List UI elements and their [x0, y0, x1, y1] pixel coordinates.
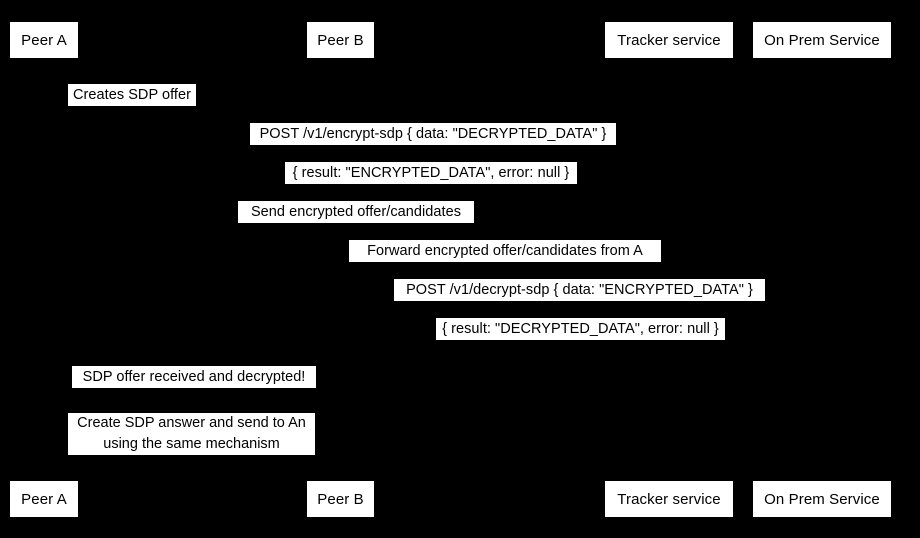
participant-label: On Prem Service: [764, 31, 880, 49]
participant-label: Tracker service: [617, 31, 721, 49]
message-sdp-offer-received: SDP offer received and decrypted!: [72, 366, 316, 388]
participant-on-prem-service-top[interactable]: On Prem Service: [753, 22, 891, 58]
participant-peer-b-top[interactable]: Peer B: [307, 22, 374, 58]
message-text: Forward encrypted offer/candidates from …: [367, 242, 643, 259]
participant-peer-b-bottom[interactable]: Peer B: [307, 481, 374, 517]
participant-on-prem-service-bottom[interactable]: On Prem Service: [753, 481, 891, 517]
message-send-encrypted-offer: Send encrypted offer/candidates: [238, 201, 474, 223]
participant-tracker-service-bottom[interactable]: Tracker service: [605, 481, 733, 517]
message-creates-sdp-offer: Creates SDP offer: [68, 84, 196, 106]
participant-label: Peer B: [317, 31, 364, 49]
note-line-2: using the same mechanism: [103, 436, 280, 452]
lifeline-on-prem-service: [822, 58, 823, 481]
message-text: { result: "DECRYPTED_DATA", error: null …: [442, 320, 719, 337]
participant-label: Peer A: [21, 490, 67, 508]
participant-peer-a-top[interactable]: Peer A: [10, 22, 78, 58]
message-decrypt-sdp-result: { result: "DECRYPTED_DATA", error: null …: [436, 318, 725, 340]
message-post-decrypt-sdp: POST /v1/decrypt-sdp { data: "ENCRYPTED_…: [394, 279, 765, 301]
participant-label: Peer A: [21, 31, 67, 49]
message-text: POST /v1/encrypt-sdp { data: "DECRYPTED_…: [259, 125, 607, 142]
participant-label: Tracker service: [617, 490, 721, 508]
participant-label: Peer B: [317, 490, 364, 508]
message-post-encrypt-sdp: POST /v1/encrypt-sdp { data: "DECRYPTED_…: [250, 123, 616, 145]
lifeline-peer-b: [340, 58, 341, 481]
message-text: Creates SDP offer: [73, 86, 191, 103]
participant-peer-a-bottom[interactable]: Peer A: [10, 481, 78, 517]
lifeline-tracker-service: [669, 58, 670, 481]
message-text: POST /v1/decrypt-sdp { data: "ENCRYPTED_…: [406, 281, 753, 298]
lifeline-peer-a: [44, 58, 45, 481]
message-text: Send encrypted offer/candidates: [250, 203, 462, 220]
message-forward-encrypted-offer: Forward encrypted offer/candidates from …: [349, 240, 661, 262]
message-encrypt-sdp-result: { result: "ENCRYPTED_DATA", error: null …: [285, 162, 577, 184]
note-line-1: Create SDP answer and send to An: [77, 415, 306, 431]
note-create-sdp-answer: Create SDP answer and send to An using t…: [68, 413, 315, 455]
message-text: SDP offer received and decrypted!: [82, 368, 306, 385]
participant-tracker-service-top[interactable]: Tracker service: [605, 22, 733, 58]
participant-label: On Prem Service: [764, 490, 880, 508]
message-text: { result: "ENCRYPTED_DATA", error: null …: [292, 164, 570, 181]
